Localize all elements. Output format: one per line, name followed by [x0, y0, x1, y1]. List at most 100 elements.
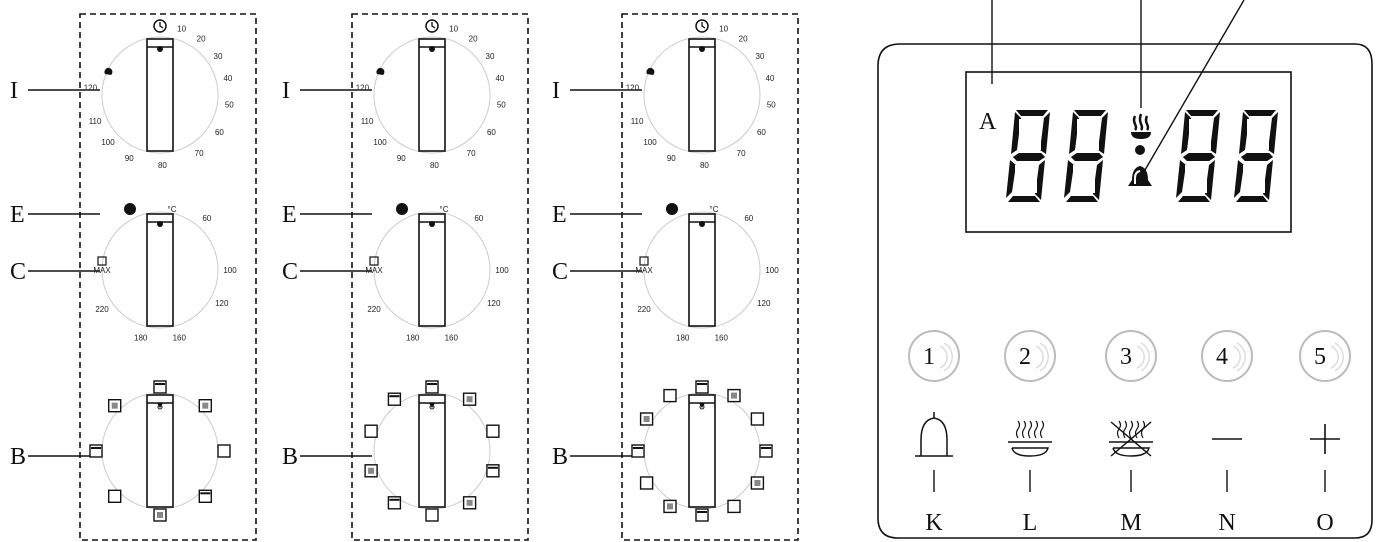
timer-knob-grip[interactable] — [146, 38, 174, 152]
oven-function-icon — [107, 489, 122, 503]
thermostat-max-label: MAX — [93, 266, 111, 275]
max-square-icon — [639, 256, 649, 266]
cooking-off-icon — [1109, 420, 1153, 457]
knob-panel-1: IECB102030405060708090100110120°C6010012… — [10, 13, 257, 541]
seven-segment-display — [1006, 110, 1278, 202]
callout-function: B — [282, 444, 298, 470]
timer-tick-label: 40 — [495, 74, 504, 83]
button-number: 4 — [1216, 344, 1228, 370]
thermostat-knob-grip[interactable] — [688, 213, 716, 327]
button-callout-label: K — [925, 510, 943, 536]
oven-function-icon — [486, 464, 500, 478]
button-callout-label: L — [1023, 510, 1038, 536]
timer-knob-grip[interactable] — [418, 38, 446, 152]
timer-tick-label: 50 — [497, 101, 506, 110]
timer-button-1[interactable]: 1K — [908, 330, 960, 536]
timer-tick-label: 70 — [737, 149, 746, 158]
timer-button-2[interactable]: 2L — [1004, 330, 1056, 536]
timer-tick-label: 30 — [486, 52, 495, 61]
function-selector-knob-grip[interactable] — [146, 394, 174, 508]
button-callout-label: N — [1218, 510, 1235, 536]
oven-function-icon — [107, 399, 122, 413]
function-selector-knob-grip[interactable] — [688, 394, 716, 508]
timer-knob-dial-ring — [643, 36, 761, 154]
thermostat-tick-label: 160 — [715, 333, 729, 342]
oven-function-icon — [631, 444, 645, 458]
timer-marker-dot-icon — [429, 46, 435, 52]
cooking-icon — [1008, 420, 1052, 457]
timer-button-4[interactable]: 4N — [1201, 330, 1253, 536]
timer-tick-label: 10 — [449, 24, 458, 33]
indicator-light-icon — [124, 203, 136, 215]
timer-tick-label: 100 — [373, 138, 387, 147]
timer-tick-label: 20 — [469, 34, 478, 43]
max-square-icon — [369, 256, 379, 266]
knob-panel-3-frame — [621, 13, 799, 541]
timer-tick-label: 70 — [195, 149, 204, 158]
timer-tick-label: 80 — [158, 161, 167, 170]
oven-function-icon — [639, 412, 654, 426]
thermostat-tick-label: 220 — [637, 305, 651, 314]
oven-function-icon — [695, 508, 709, 522]
callout-function: B — [10, 444, 26, 470]
thermostat-tick-label: 120 — [757, 299, 771, 308]
oven-function-icon — [727, 388, 741, 403]
timer-tick-label: 90 — [667, 154, 676, 163]
timer-off-icon — [376, 67, 385, 75]
thermostat-knob[interactable] — [643, 211, 761, 329]
timer-button-3[interactable]: 3M — [1105, 330, 1157, 536]
oven-function-icon — [153, 380, 167, 394]
function-selector-knob-grip[interactable] — [418, 394, 446, 508]
thermostat-tick-label: 220 — [95, 305, 109, 314]
oven-function-icon — [153, 508, 167, 522]
digit-1 — [1006, 110, 1050, 202]
knob-panel-2-frame — [351, 13, 529, 541]
function-selector-knob[interactable] — [373, 392, 491, 510]
thermostat-knob-dial-ring — [643, 211, 761, 329]
thermostat-knob-grip[interactable] — [146, 213, 174, 327]
thermostat-max-label: MAX — [635, 266, 653, 275]
thermostat-tick-label: 60 — [474, 214, 483, 223]
timer-tick-label: 40 — [765, 74, 774, 83]
thermostat-knob-grip[interactable] — [418, 213, 446, 327]
timer-off-icon — [646, 67, 655, 75]
timer-tick-label: 50 — [225, 101, 234, 110]
thermostat-marker-dot-icon — [157, 221, 163, 227]
display-indicator-label: A — [979, 109, 997, 135]
timer-knob[interactable] — [101, 36, 219, 154]
callout-function: B — [552, 444, 568, 470]
callout-thermostat: C — [10, 259, 26, 285]
timer-knob[interactable] — [643, 36, 761, 154]
oven-function-icon — [639, 476, 654, 490]
knob-panel-1-frame — [79, 13, 257, 541]
oven-function-icon — [198, 489, 213, 503]
oven-function-icon — [462, 392, 477, 406]
timer-tick-label: 20 — [739, 34, 748, 43]
timer-tick-label: 60 — [757, 128, 766, 137]
thermostat-tick-label: 120 — [487, 299, 501, 308]
timer-knob[interactable] — [373, 36, 491, 154]
digit-2 — [1064, 110, 1108, 202]
timer-tick-label: 120 — [626, 84, 640, 93]
function-selector-knob[interactable] — [643, 392, 761, 510]
digit-4 — [1234, 110, 1278, 202]
timer-knob-grip[interactable] — [688, 38, 716, 152]
thermostat-tick-label: 120 — [215, 299, 229, 308]
indicator-light-icon — [666, 203, 678, 215]
timer-tick-label: 70 — [467, 149, 476, 158]
timer-tick-label: 10 — [719, 24, 728, 33]
oven-function-icon — [198, 399, 213, 413]
colon-dot-icon — [1135, 145, 1145, 155]
thermostat-max-label: MAX — [365, 266, 383, 275]
oven-function-icon — [462, 496, 477, 510]
thermostat-knob[interactable] — [373, 211, 491, 329]
callout-indicator: E — [282, 202, 297, 228]
thermostat-knob[interactable] — [101, 211, 219, 329]
thermostat-tick-label: 100 — [495, 266, 509, 275]
timer-knob-dial-ring — [101, 36, 219, 154]
timer-tick-label: 100 — [101, 138, 115, 147]
timer-button-5[interactable]: 5O — [1299, 330, 1351, 536]
callout-indicator: E — [10, 202, 25, 228]
